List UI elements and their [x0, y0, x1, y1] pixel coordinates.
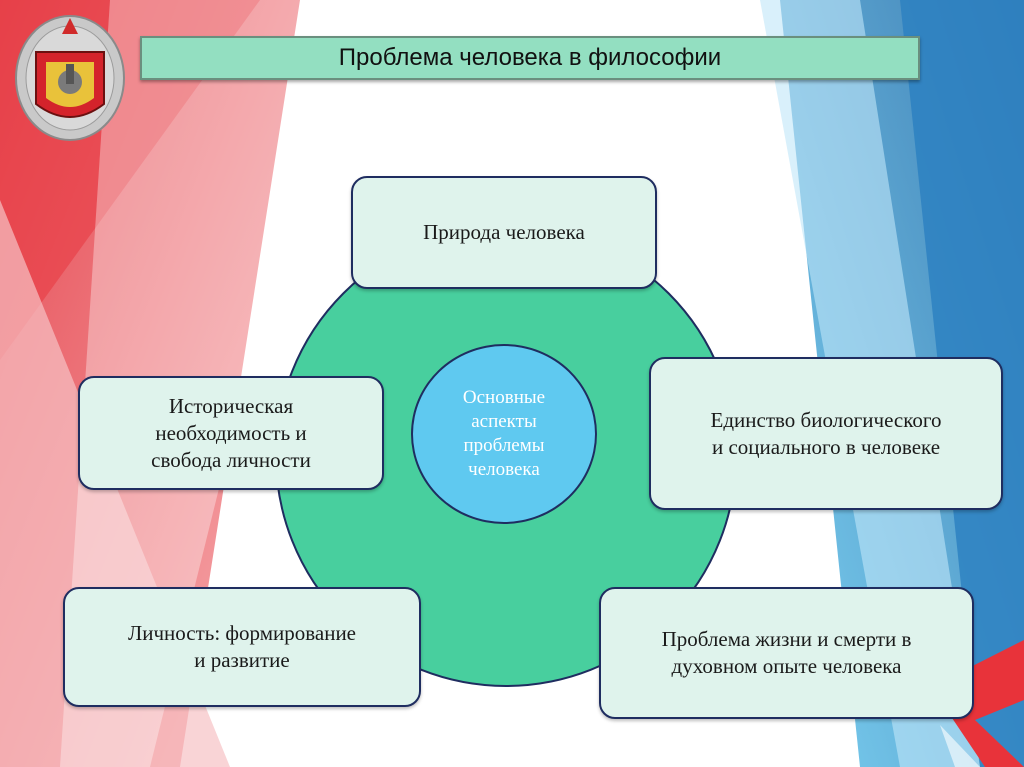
aspect-box-history: Историческая необходимость и свобода лич…: [78, 376, 384, 490]
aspect-box-nature: Природа человека: [351, 176, 657, 289]
aspect-box-personality: Личность: формирование и развитие: [63, 587, 421, 707]
military-emblem-icon: [12, 12, 128, 144]
center-circle: Основные аспекты проблемы человека: [411, 344, 597, 524]
aspect-box-life-death: Проблема жизни и смерти в духовном опыте…: [599, 587, 974, 719]
slide-title: Проблема человека в философии: [339, 44, 721, 72]
aspect-label: Проблема жизни и смерти в духовном опыте…: [662, 626, 912, 680]
aspect-label: Единство биологического и социального в …: [711, 407, 942, 461]
center-label: Основные аспекты проблемы человека: [463, 386, 545, 482]
aspect-box-unity: Единство биологического и социального в …: [649, 357, 1003, 510]
aspect-label: Природа человека: [423, 219, 585, 246]
title-bar: Проблема человека в философии: [140, 36, 920, 80]
aspect-label: Историческая необходимость и свобода лич…: [151, 393, 311, 474]
aspect-label: Личность: формирование и развитие: [128, 620, 356, 674]
